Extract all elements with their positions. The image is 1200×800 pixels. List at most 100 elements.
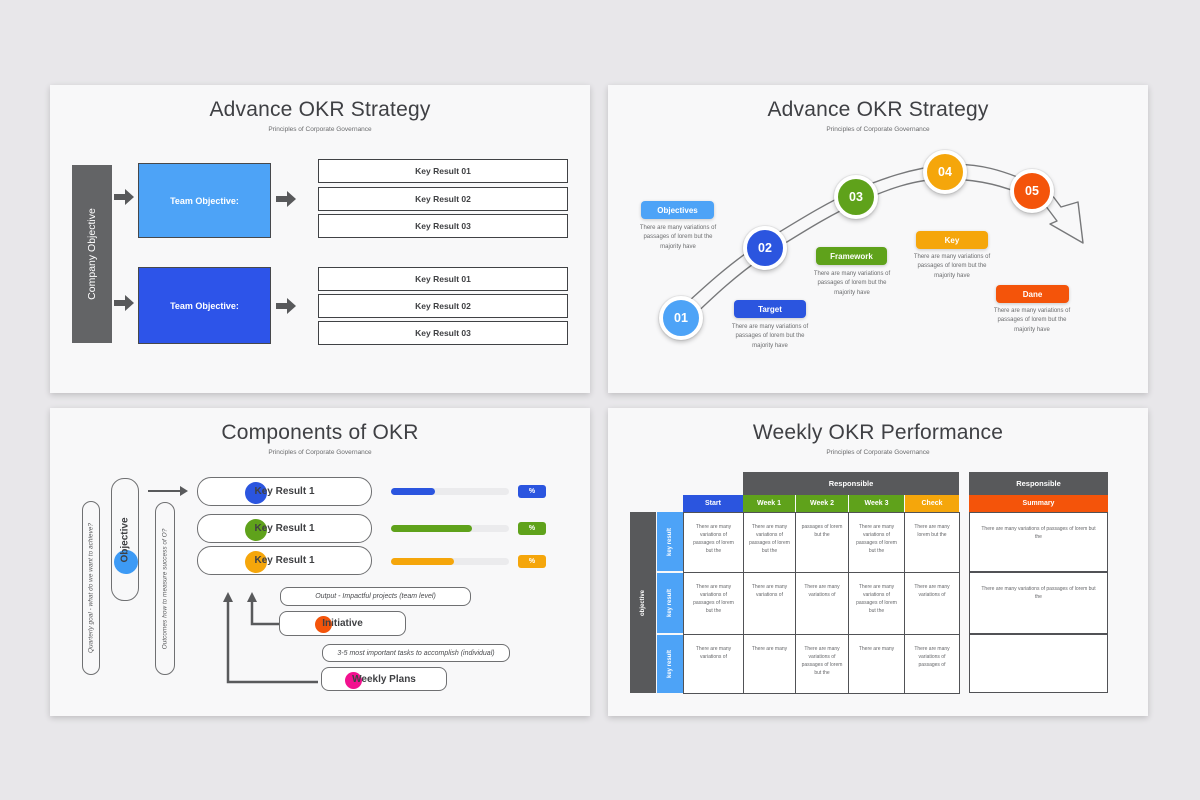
progress-track bbox=[391, 488, 509, 495]
slide-weekly-okr-performance[interactable]: Weekly OKR Performance Principles of Cor… bbox=[608, 408, 1148, 716]
column-header-check: Check bbox=[905, 495, 959, 512]
flow-arrows bbox=[223, 592, 318, 684]
step-chip-target: Target bbox=[734, 300, 806, 318]
step-number: 02 bbox=[758, 241, 772, 255]
progress-fill bbox=[391, 525, 473, 532]
key-result-side-label: key result bbox=[657, 635, 683, 693]
key-result-pill: Key Result 1 bbox=[197, 546, 372, 575]
step-chip-objectives: Objectives bbox=[641, 201, 714, 219]
output-note: Output - Impactful projects (team level) bbox=[280, 587, 471, 606]
key-result-label: Key Result 1 bbox=[254, 555, 315, 566]
progress-track bbox=[391, 525, 509, 532]
initiative-dot bbox=[315, 616, 332, 633]
step-number: 03 bbox=[849, 190, 863, 204]
slide-title: Advance OKR Strategy bbox=[209, 98, 431, 121]
column-header-week3: Week 3 bbox=[849, 495, 904, 512]
table-cell: There are many variations of bbox=[905, 573, 960, 635]
progress-track bbox=[391, 558, 509, 565]
table-cell: There are many bbox=[849, 635, 905, 694]
step-body-text: There are many variations of passages of… bbox=[639, 225, 717, 250]
table-cell: There are many variations of passages of bbox=[905, 635, 960, 694]
table-cell: There are many variations of bbox=[744, 573, 796, 635]
key-result-side-label: key result bbox=[657, 512, 683, 571]
weekly-plans-dot bbox=[345, 671, 362, 689]
team-objective-box-1: Team Objective: bbox=[138, 163, 271, 238]
percent-badge: % bbox=[518, 522, 546, 535]
slide-subtitle: Principles of Corporate Governance bbox=[826, 449, 930, 456]
key-result-box: Key Result 02 bbox=[318, 294, 568, 318]
key-result-dot bbox=[245, 481, 267, 504]
slide-title: Weekly OKR Performance bbox=[752, 421, 1004, 444]
key-result-label: Key Result 1 bbox=[254, 486, 315, 497]
step-body-text: There are many variations of passages of… bbox=[813, 271, 891, 296]
performance-table: There are many variations of passages of… bbox=[683, 512, 960, 694]
step-chip-dane: Dane bbox=[996, 285, 1069, 303]
weekly-plans-label: Weekly Plans bbox=[352, 673, 416, 685]
table-cell: There are many variations of passages of… bbox=[849, 573, 905, 635]
slide-subtitle: Principles of Corporate Governance bbox=[268, 126, 372, 133]
objective-label: Objective bbox=[119, 516, 131, 563]
slide-components-of-okr[interactable]: Components of OKR Principles of Corporat… bbox=[50, 408, 590, 716]
objective-side-text: objective bbox=[640, 589, 646, 616]
key-result-side-label: key result bbox=[657, 573, 683, 633]
outcomes-note: Outcomes how to measure success of O? bbox=[155, 502, 175, 675]
team-objective-label: Team Objective: bbox=[170, 195, 239, 206]
key-result-box: Key Result 03 bbox=[318, 321, 568, 345]
summary-cell: There are many variations of passages of… bbox=[969, 572, 1108, 634]
quarterly-goal-note: Quarterly goal - what do we want to achi… bbox=[82, 501, 100, 675]
initiative-pill: Initiative bbox=[279, 611, 406, 636]
slide-title: Advance OKR Strategy bbox=[767, 98, 989, 121]
table-cell: There are many variations of passages of… bbox=[684, 573, 744, 635]
key-result-dot bbox=[245, 550, 267, 573]
key-result-side-text: key result bbox=[667, 527, 673, 556]
quarterly-goal-text: Quarterly goal - what do we want to achi… bbox=[87, 522, 95, 654]
slide-advance-okr-strategy-timeline[interactable]: Advance OKR Strategy Principles of Corpo… bbox=[608, 85, 1148, 393]
table-cell: passages of lorem but the bbox=[796, 513, 849, 573]
key-result-box: Key Result 03 bbox=[318, 214, 568, 238]
table-cell: There are many variations of passages of… bbox=[744, 513, 796, 573]
arrow-right-icon bbox=[276, 191, 296, 207]
objective-dot bbox=[114, 550, 138, 574]
key-result-pill: Key Result 1 bbox=[197, 514, 372, 543]
key-result-box: Key Result 01 bbox=[318, 159, 568, 183]
table-cell: There are many lorem but the bbox=[905, 513, 960, 573]
key-result-box: Key Result 01 bbox=[318, 267, 568, 291]
summary-cell bbox=[969, 634, 1108, 693]
arrow-right-icon bbox=[114, 189, 134, 205]
step-chip-framework: Framework bbox=[816, 247, 887, 265]
step-number: 04 bbox=[938, 165, 952, 179]
weekly-plans-pill: Weekly Plans bbox=[321, 667, 447, 691]
arrow-right-icon bbox=[148, 486, 188, 496]
objective-side-label: objective bbox=[630, 512, 656, 693]
company-objective-bar: Company Objective bbox=[72, 165, 112, 343]
slide-advance-okr-strategy-flow[interactable]: Advance OKR Strategy Principles of Corpo… bbox=[50, 85, 590, 393]
slide-title: Components of OKR bbox=[221, 421, 419, 444]
step-circle-01: 01 bbox=[659, 296, 703, 340]
column-header-summary: Summary bbox=[969, 495, 1108, 512]
responsible-header: Responsible bbox=[743, 472, 959, 495]
tasks-note: 3-5 most important tasks to accomplish (… bbox=[322, 644, 510, 662]
key-result-label: Key Result 1 bbox=[254, 523, 315, 534]
key-result-dot bbox=[245, 518, 267, 541]
objective-pill: Objective bbox=[111, 478, 139, 601]
percent-badge: % bbox=[518, 555, 546, 568]
summary-cell: There are many variations of passages of… bbox=[969, 512, 1108, 572]
step-circle-02: 02 bbox=[743, 226, 787, 270]
arrow-right-icon bbox=[276, 298, 296, 314]
table-cell: There are many variations of passages of… bbox=[796, 635, 849, 694]
step-body-text: There are many variations of passages of… bbox=[731, 324, 809, 349]
step-circle-05: 05 bbox=[1010, 169, 1054, 213]
step-circle-04: 04 bbox=[923, 150, 967, 194]
summary-responsible-header: Responsible bbox=[969, 472, 1108, 495]
progress-fill bbox=[391, 558, 454, 565]
table-cell: There are many bbox=[744, 635, 796, 694]
step-body-text: There are many variations of passages of… bbox=[993, 308, 1071, 333]
column-header-start: Start bbox=[683, 495, 743, 512]
progress-fill bbox=[391, 488, 435, 495]
step-number: 05 bbox=[1025, 184, 1039, 198]
table-cell: There are many variations of passages of… bbox=[684, 513, 744, 573]
key-result-side-text: key result bbox=[667, 588, 673, 618]
arrow-right-icon bbox=[114, 295, 134, 311]
outcomes-text: Outcomes how to measure success of O? bbox=[161, 528, 169, 649]
key-result-side-text: key result bbox=[667, 649, 673, 679]
